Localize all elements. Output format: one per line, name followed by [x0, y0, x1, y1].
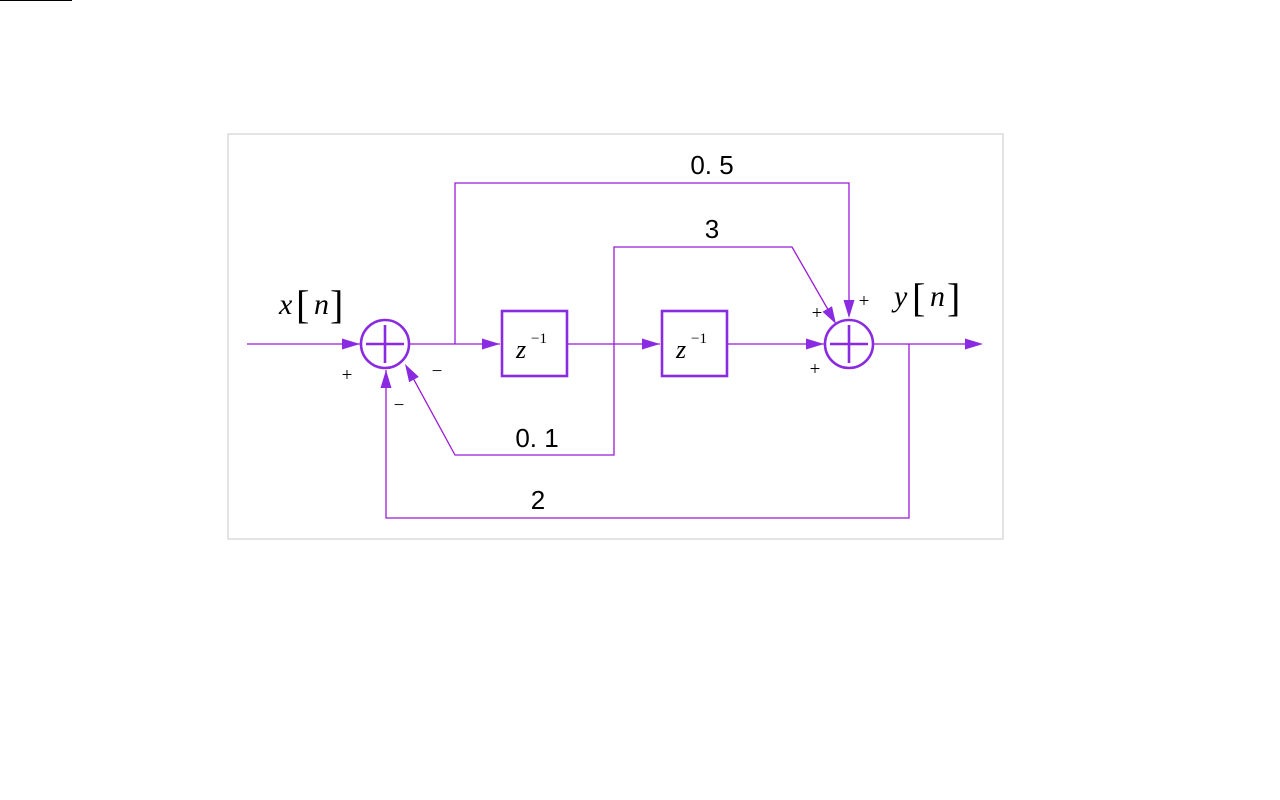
gain-feedforward-direct: 0. 5	[690, 150, 733, 180]
output-close-bracket: ]	[947, 275, 960, 320]
arrow-delay1	[482, 338, 500, 350]
input-open-bracket: [	[296, 282, 309, 327]
sign-output-adder-c: +	[810, 359, 821, 380]
output-index: n	[930, 280, 945, 313]
sign-input-adder-fb2: −	[394, 395, 405, 416]
arrow-output	[965, 338, 983, 350]
arrow-feedforward-delayed	[822, 306, 836, 324]
delay-block-1: z −1	[500, 309, 569, 378]
input-index: n	[314, 288, 329, 321]
delay-block-2: z −1	[660, 309, 729, 378]
output-signal-label: y [ n ]	[891, 275, 960, 320]
wire-feedback-delayed	[406, 344, 615, 456]
delay-1-exponent: −1	[531, 331, 547, 347]
sign-input-adder-in: +	[342, 365, 353, 386]
wire-feedforward-delayed	[613, 246, 835, 344]
arrow-delay2	[642, 338, 660, 350]
arrow-feedforward-direct	[843, 300, 855, 318]
gain-feedforward-delayed: 3	[705, 214, 719, 244]
corner-line	[0, 0, 72, 2]
output-adder	[823, 318, 875, 370]
delay-2-exponent: −1	[691, 331, 707, 347]
output-symbol: y	[891, 280, 908, 313]
delay-1-base: z	[515, 335, 526, 364]
sign-input-adder-fb1: −	[432, 361, 443, 382]
wire-feedforward-direct	[454, 182, 850, 344]
wire-feedback-output	[385, 344, 910, 519]
gain-feedback-delayed: 0. 1	[515, 423, 558, 453]
sign-output-adder-b: +	[859, 291, 870, 312]
gain-feedback-output: 2	[531, 485, 545, 515]
arrow-input	[342, 338, 360, 350]
input-signal-label: x [ n ]	[278, 282, 343, 327]
arrow-output-adder	[806, 338, 824, 350]
input-symbol: x	[278, 288, 293, 321]
sign-output-adder-a: +	[812, 303, 823, 324]
arrowheads	[342, 300, 983, 388]
input-close-bracket: ]	[330, 282, 343, 327]
wires	[247, 182, 980, 519]
diagram-frame	[227, 133, 1004, 540]
delay-2-base: z	[675, 335, 686, 364]
input-adder	[359, 318, 411, 370]
arrow-feedback-delayed	[405, 364, 419, 383]
output-open-bracket: [	[912, 275, 925, 320]
arrow-feedback-output	[380, 370, 392, 388]
